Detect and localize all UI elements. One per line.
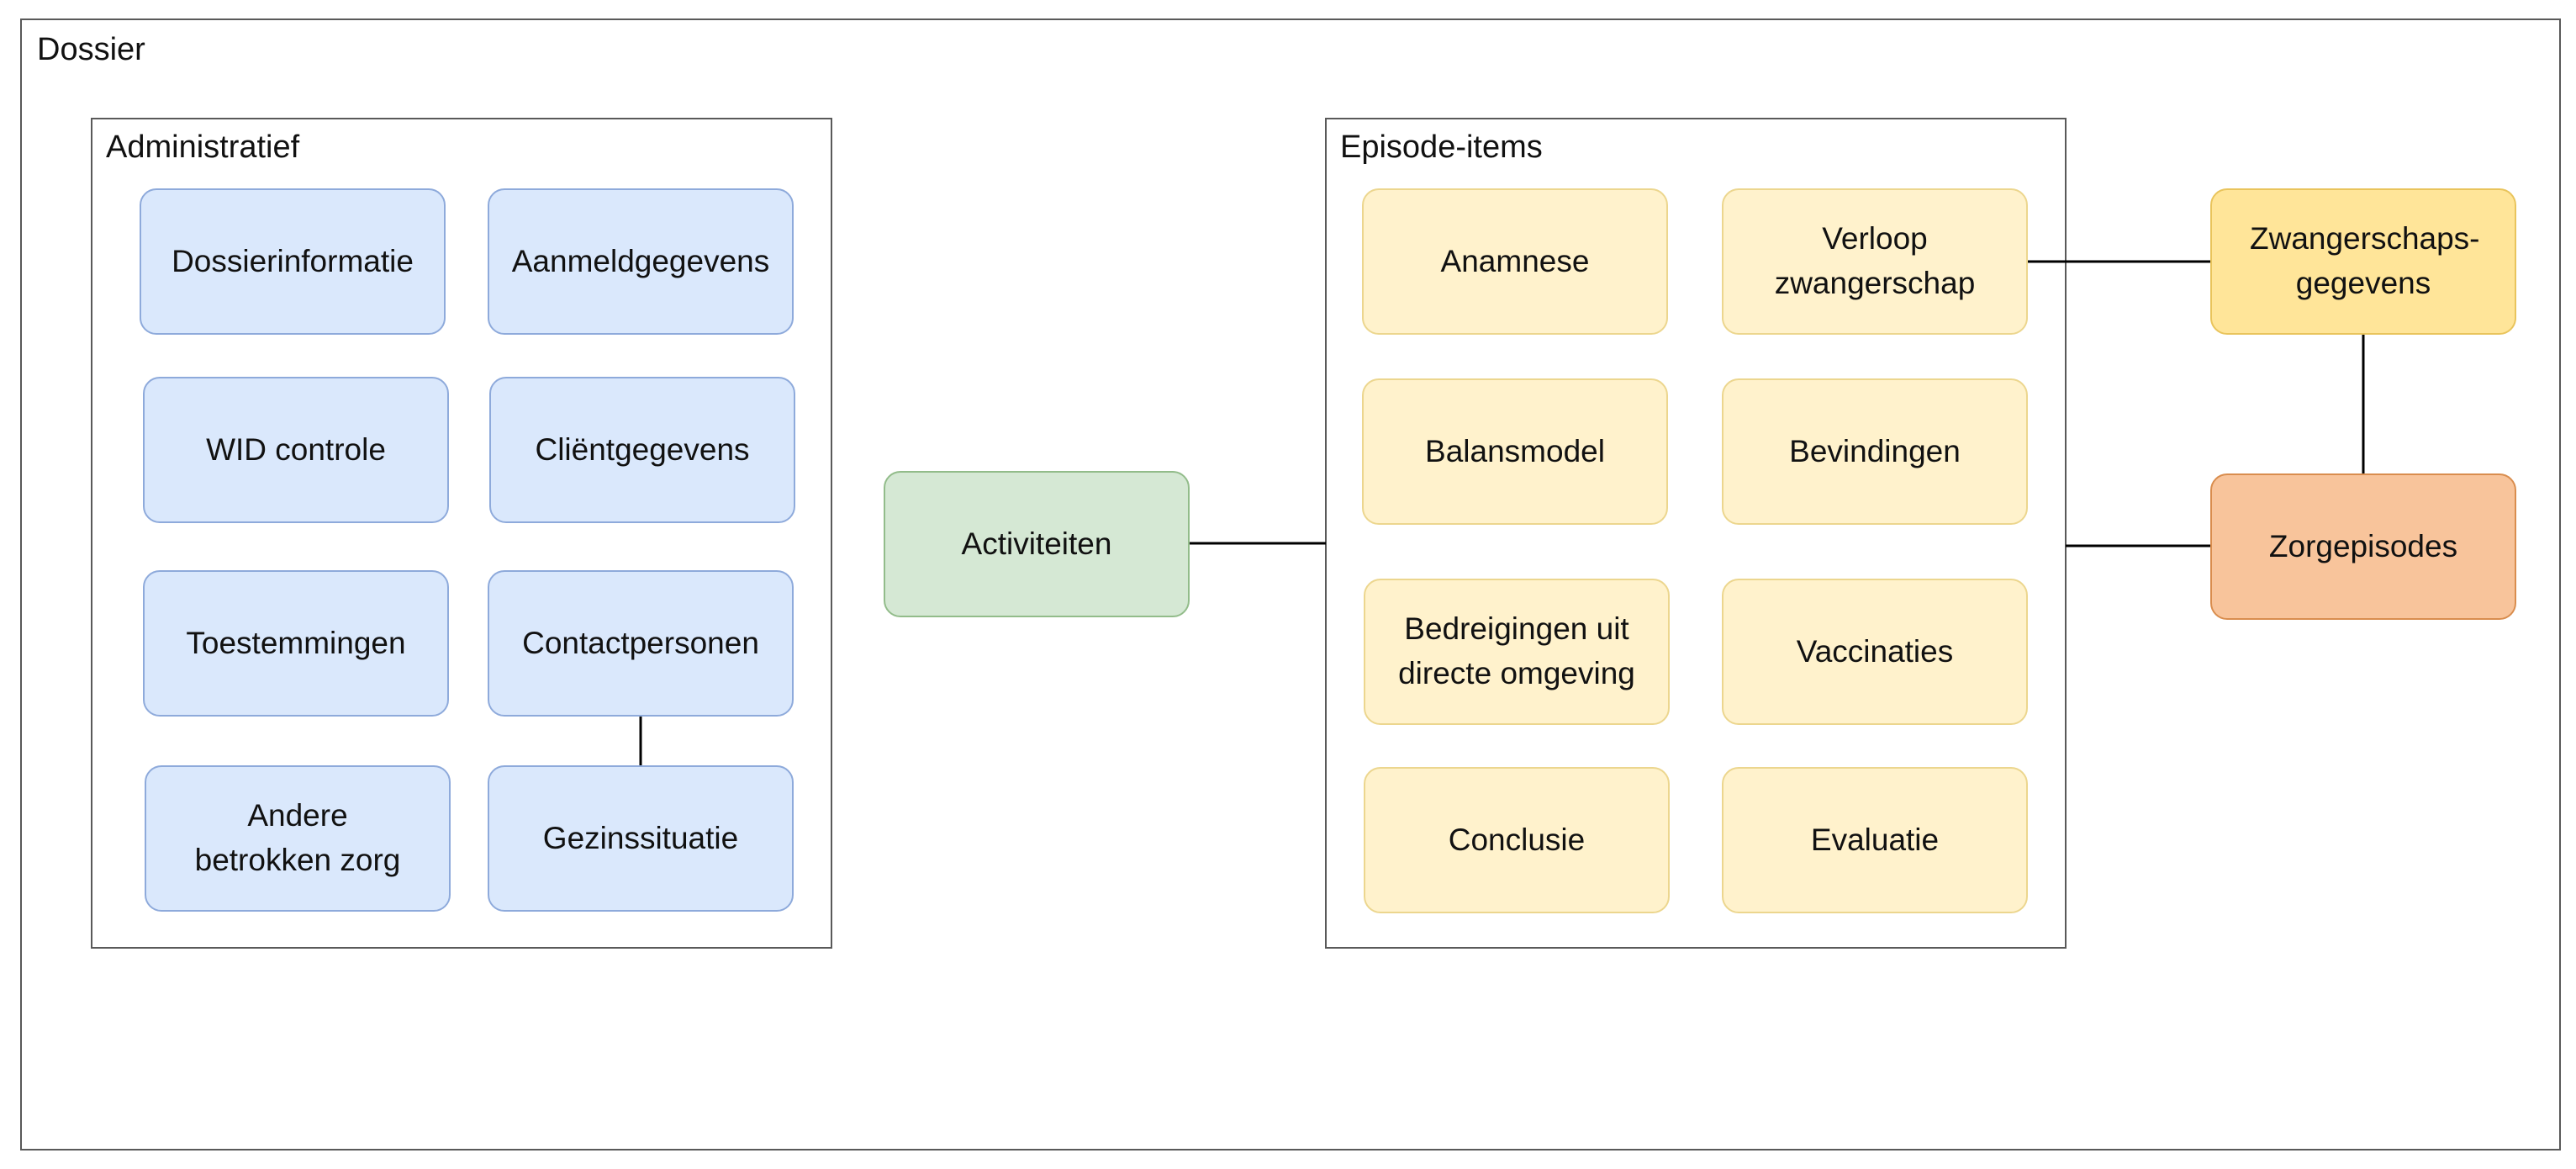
node-bevindingen[interactable]: Bevindingen xyxy=(1722,378,2028,525)
node-balansmodel[interactable]: Balansmodel xyxy=(1362,378,1668,525)
episode-items-label: Episode-items xyxy=(1340,130,1543,165)
node-zorgepisodes[interactable]: Zorgepisodes xyxy=(2210,473,2516,620)
node-conclusie[interactable]: Conclusie xyxy=(1364,767,1670,913)
node-contactpersonen[interactable]: Contactpersonen xyxy=(488,570,794,717)
node-toestemmingen[interactable]: Toestemmingen xyxy=(143,570,449,717)
node-gezinssituatie[interactable]: Gezinssituatie xyxy=(488,765,794,912)
node-activiteiten[interactable]: Activiteiten xyxy=(884,471,1190,617)
node-evaluatie[interactable]: Evaluatie xyxy=(1722,767,2028,913)
node-aanmeldgegevens[interactable]: Aanmeldgegevens xyxy=(488,188,794,335)
episode-items-group: Episode-items xyxy=(1325,118,2067,949)
dossier-label: Dossier xyxy=(37,32,145,67)
node-wid-controle[interactable]: WID controle xyxy=(143,377,449,523)
node-andere-betrokken-zorg[interactable]: Andere betrokken zorg xyxy=(145,765,451,912)
node-verloop-zwangerschap[interactable]: Verloop zwangerschap xyxy=(1722,188,2028,335)
administratief-group: Administratief xyxy=(91,118,832,949)
node-clientgegevens[interactable]: Cliëntgegevens xyxy=(489,377,795,523)
administratief-label: Administratief xyxy=(106,130,300,165)
node-anamnese[interactable]: Anamnese xyxy=(1362,188,1668,335)
node-vaccinaties[interactable]: Vaccinaties xyxy=(1722,579,2028,725)
node-bedreigingen-uit-directe-omgeving[interactable]: Bedreigingen uit directe omgeving xyxy=(1364,579,1670,725)
dossier-frame: Dossier xyxy=(20,19,2561,1150)
node-zwangerschapsgegevens[interactable]: Zwangerschaps-gegevens xyxy=(2210,188,2516,335)
node-dossierinformatie[interactable]: Dossierinformatie xyxy=(140,188,446,335)
